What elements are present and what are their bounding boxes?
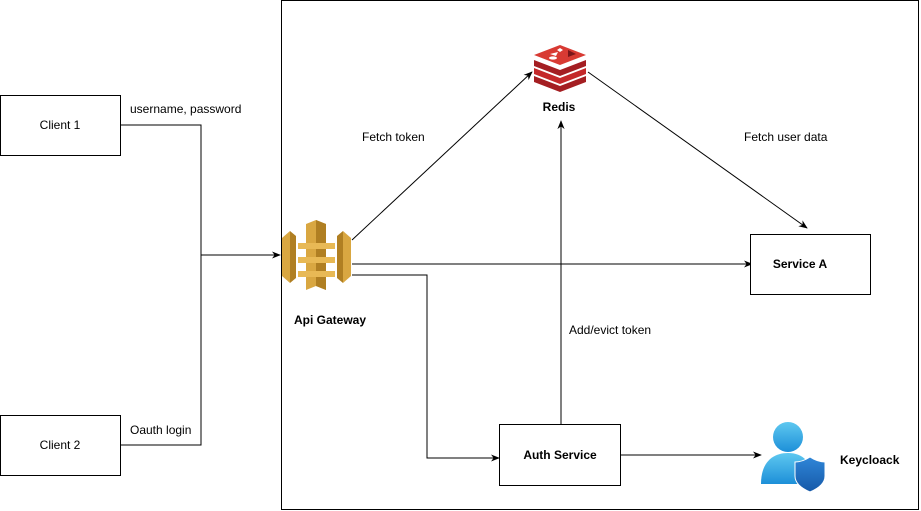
edge-gateway-redis xyxy=(351,71,533,241)
system-boundary xyxy=(281,0,919,510)
edge-gateway-auth xyxy=(352,274,500,462)
client1-edge-label: username, password xyxy=(130,102,241,116)
fetch-user-data-label: Fetch user data xyxy=(744,130,828,144)
edge-redis-servicea xyxy=(587,71,808,229)
service-a-node[interactable]: Service A xyxy=(750,234,871,295)
keycloak-label: Keycloack xyxy=(840,453,900,467)
client1-label: Client 1 xyxy=(40,118,81,132)
redis-label: Redis xyxy=(543,100,576,114)
fetch-token-label: Fetch token xyxy=(362,130,425,144)
edge-client2-gateway xyxy=(121,255,202,446)
client1-node[interactable]: Client 1 xyxy=(0,95,121,156)
redis-icon[interactable] xyxy=(534,45,586,92)
user-shield-icon[interactable] xyxy=(761,422,826,493)
add-evict-token-label: Add/evict token xyxy=(569,323,651,337)
edge-client1-gateway xyxy=(121,124,202,255)
client2-edge-label: Oauth login xyxy=(130,423,191,437)
client2-node[interactable]: Client 2 xyxy=(0,415,121,476)
api-gateway-label: Api Gateway xyxy=(294,313,366,327)
auth-service-node[interactable]: Auth Service xyxy=(499,424,621,486)
aws-api-gateway-icon[interactable] xyxy=(282,220,351,290)
service-a-label: Service A xyxy=(773,257,828,271)
client2-label: Client 2 xyxy=(40,438,81,452)
auth-service-label: Auth Service xyxy=(523,448,597,462)
